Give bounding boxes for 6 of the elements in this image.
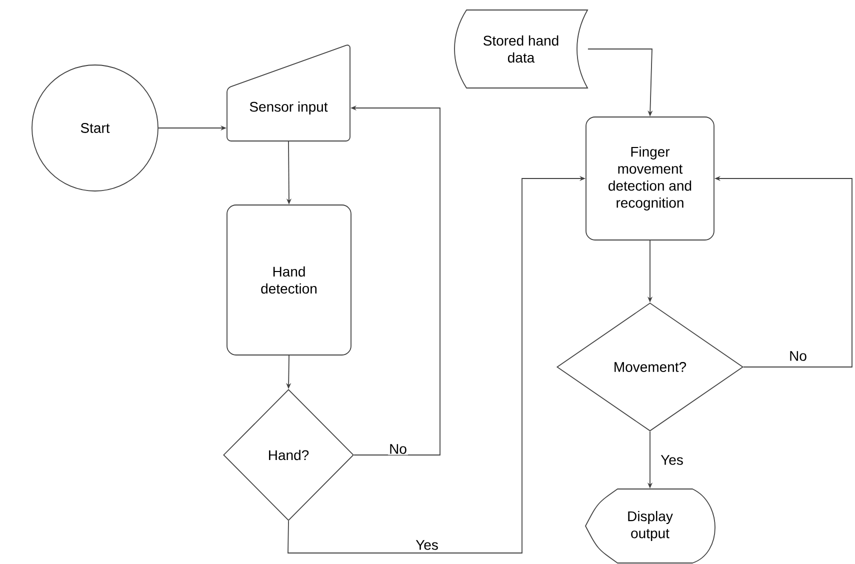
- edge-label: Yes: [660, 454, 684, 466]
- edge-label: No: [788, 350, 808, 362]
- process-box: Finger movement detection and recognition: [586, 116, 714, 240]
- edge-label: Yes: [414, 539, 440, 551]
- edge-label: No: [388, 443, 408, 455]
- process-box: Hand detection: [226, 204, 352, 356]
